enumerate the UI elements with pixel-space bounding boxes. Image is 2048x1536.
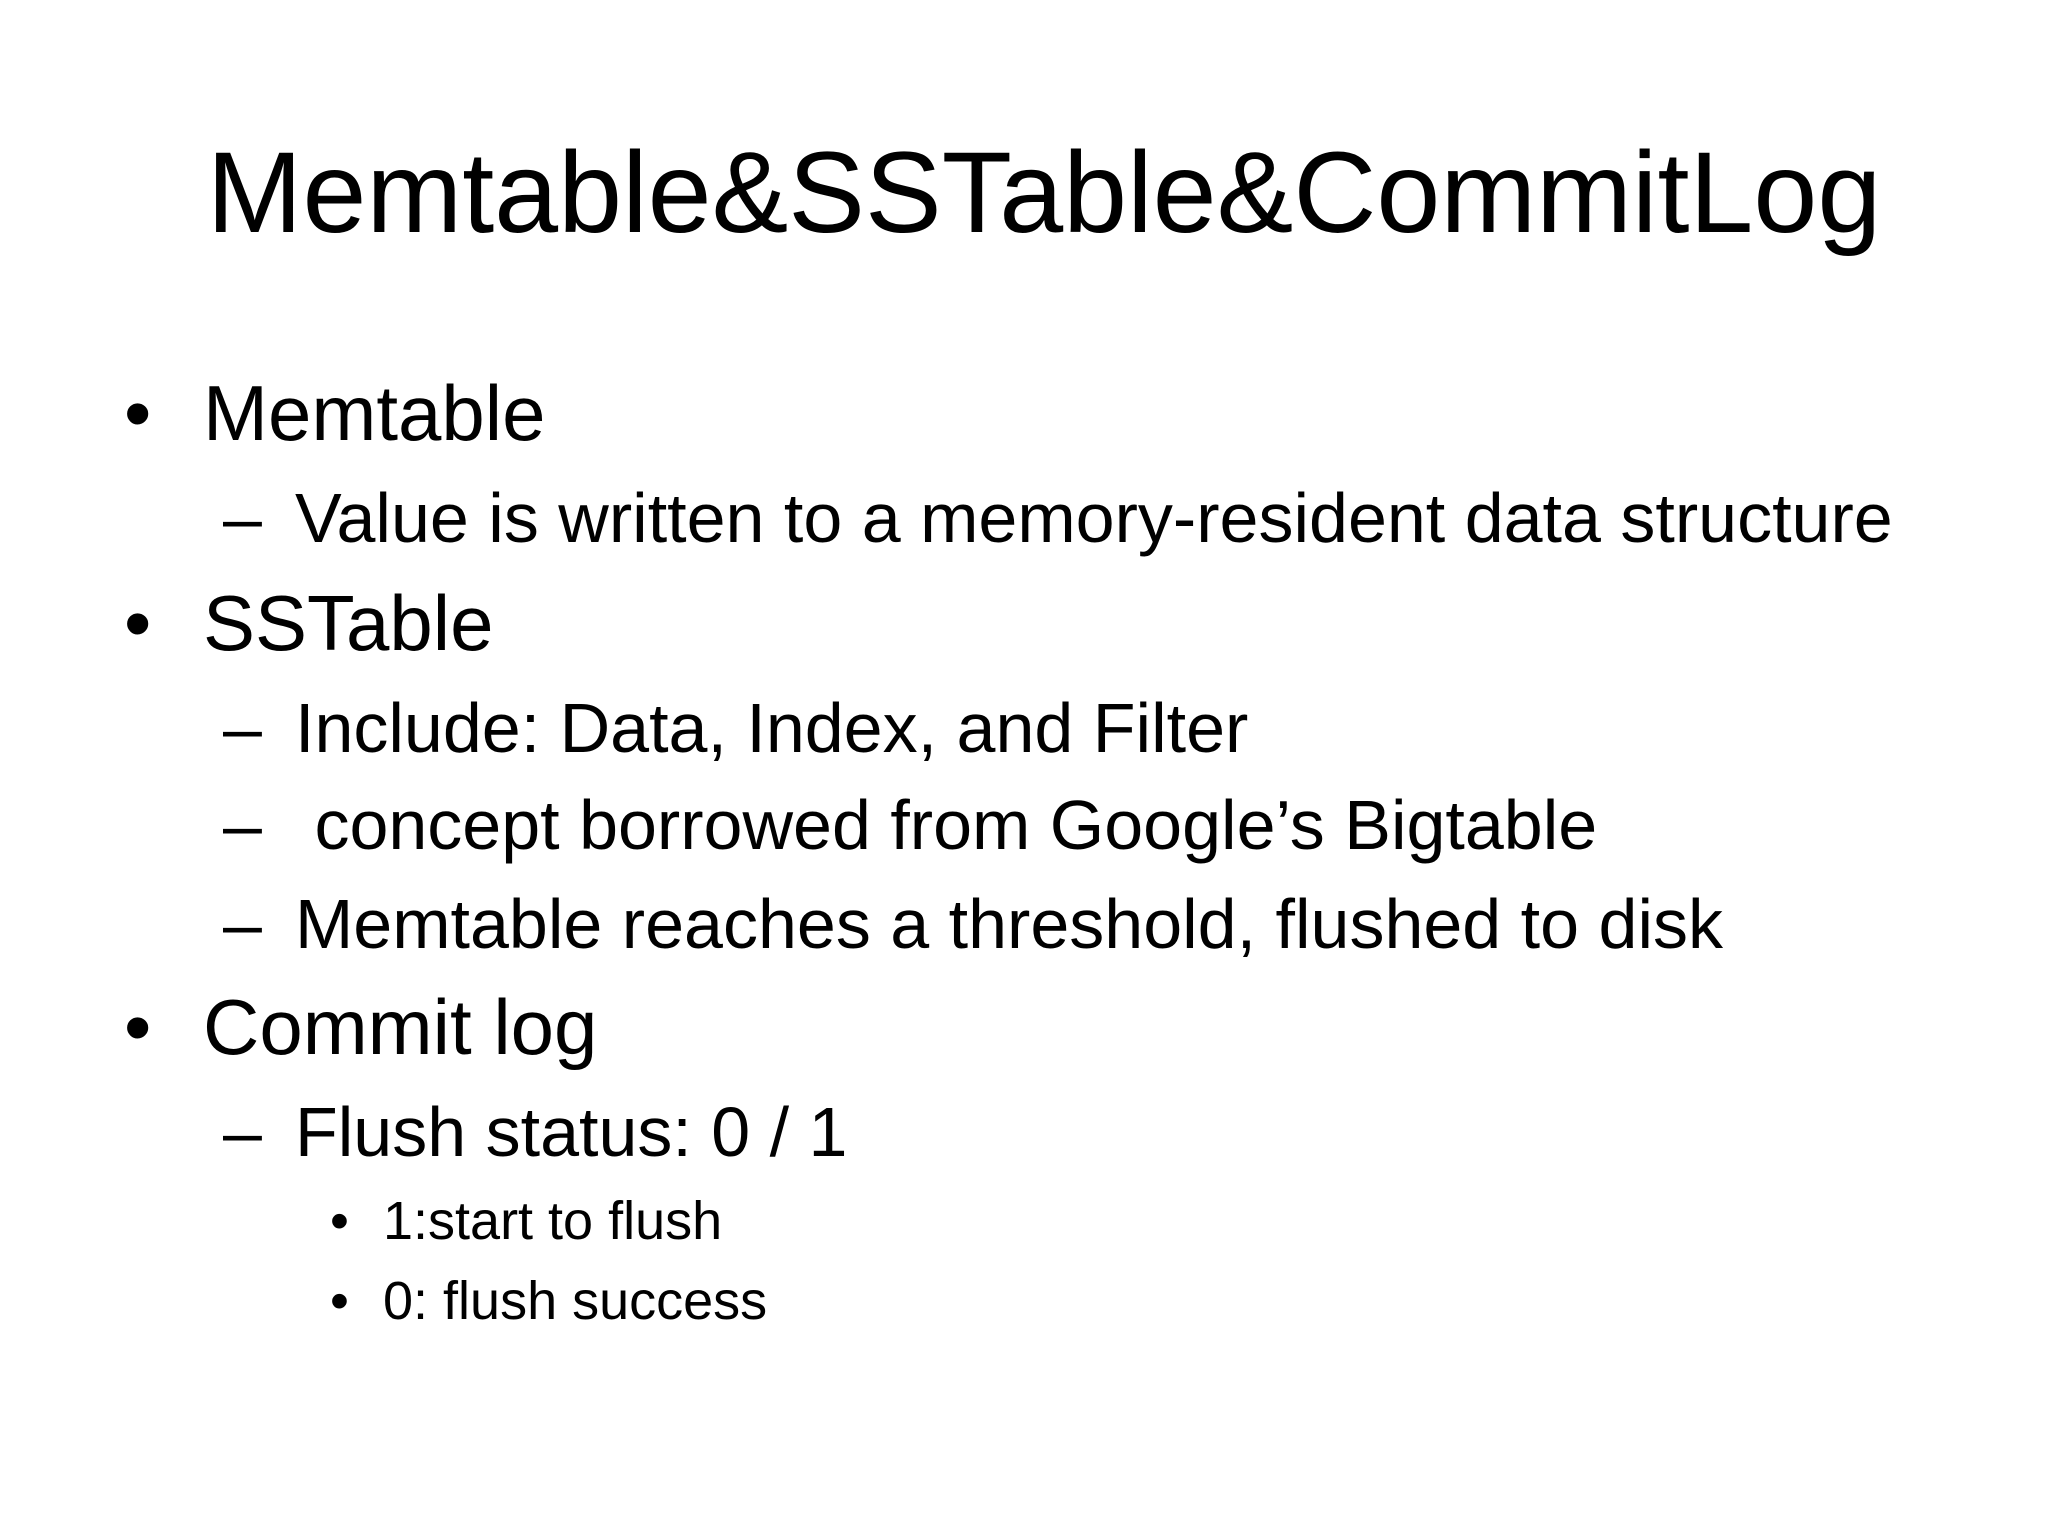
slide-title: Memtable&SSTable&CommitLog <box>206 129 1882 257</box>
list-item-text: SSTable <box>203 579 494 667</box>
list-item-text: Memtable reaches a threshold, flushed to… <box>295 885 1723 963</box>
list-item-text: Value is written to a memory-resident da… <box>295 479 1893 557</box>
list-item: –Value is written to a memory-resident d… <box>223 483 1893 553</box>
list-item: – concept borrowed from Google’s Bigtabl… <box>223 790 1597 860</box>
list-item-text: Memtable <box>203 369 546 457</box>
list-item: –Flush status: 0 / 1 <box>223 1097 847 1167</box>
list-item: • 1:start to flush <box>330 1194 722 1248</box>
list-item: –Include: Data, Index, and Filter <box>223 693 1248 763</box>
dash-icon: – <box>223 1093 262 1171</box>
list-item-text: 0: flush success <box>383 1271 768 1331</box>
list-item-text: Include: Data, Index, and Filter <box>295 689 1249 767</box>
dash-icon: – <box>223 689 262 767</box>
list-item: •Commit log <box>124 988 597 1066</box>
list-item: –Memtable reaches a threshold, flushed t… <box>223 889 1723 959</box>
dash-icon: – <box>223 885 262 963</box>
list-item-text: 1:start to flush <box>383 1191 723 1251</box>
list-item-text: Flush status: 0 / 1 <box>295 1093 848 1171</box>
bullet-icon: • <box>124 579 152 667</box>
dash-icon: – <box>223 479 262 557</box>
bullet-icon: • <box>330 1191 349 1251</box>
list-item-text: Commit log <box>203 983 598 1071</box>
list-item: • 0: flush success <box>330 1274 767 1328</box>
bullet-icon: • <box>124 369 152 457</box>
bullet-icon: • <box>124 983 152 1071</box>
list-item: •Memtable <box>124 374 545 452</box>
list-item-text: concept borrowed from Google’s Bigtable <box>295 786 1598 864</box>
dash-icon: – <box>223 786 262 864</box>
list-item: •SSTable <box>124 584 494 662</box>
bullet-icon: • <box>330 1271 349 1331</box>
